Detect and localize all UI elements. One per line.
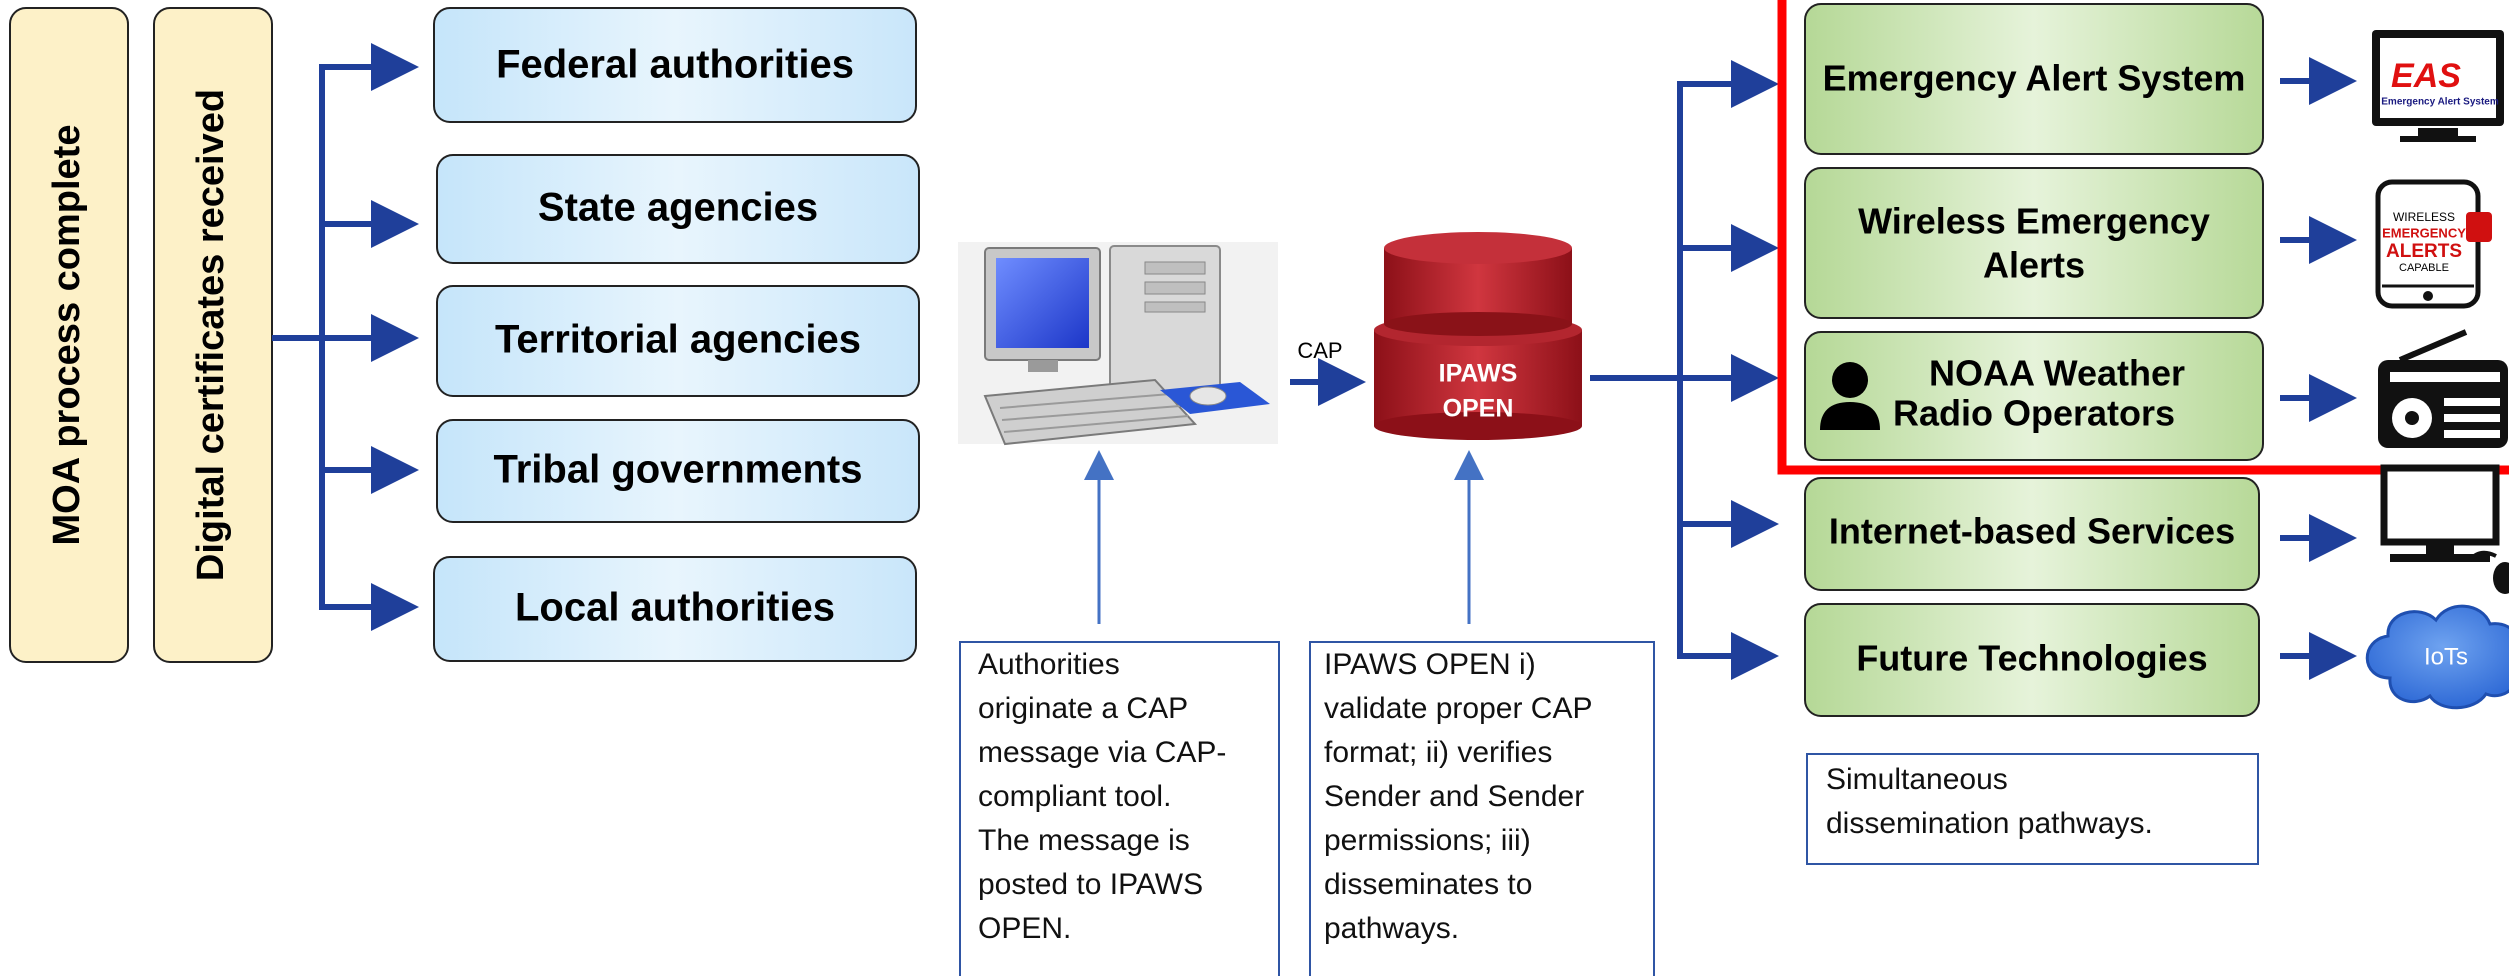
originator-local: Local authorities bbox=[433, 556, 917, 662]
note-line: Simultaneous bbox=[1826, 763, 2008, 796]
pathway-label: Wireless Emergency bbox=[1858, 201, 2210, 242]
note-line: format; ii) verifies bbox=[1324, 736, 1552, 769]
note-line: Authorities bbox=[978, 648, 1120, 681]
note-arrows bbox=[1084, 450, 1484, 624]
originator-tribal: Tribal governments bbox=[436, 419, 920, 523]
note-line: permissions; iii) bbox=[1324, 824, 1531, 857]
note-line: The message is bbox=[978, 824, 1190, 857]
originator-federal: Federal authorities bbox=[433, 7, 917, 123]
moa-label: MOA process complete bbox=[46, 125, 88, 546]
wea-text-line1: WIRELESS bbox=[2393, 210, 2455, 224]
originator-label: Territorial agencies bbox=[495, 318, 861, 362]
note-line: Sender and Sender bbox=[1324, 780, 1584, 813]
note-line: validate proper CAP bbox=[1324, 692, 1592, 725]
ipaws-label-line2: OPEN bbox=[1443, 395, 1514, 423]
certificates-box: Digital certificates received bbox=[153, 7, 273, 663]
pathway-label: Radio Operators bbox=[1893, 393, 2175, 434]
certificates-label: Digital certificates received bbox=[190, 89, 232, 581]
note-line: originate a CAP bbox=[978, 692, 1188, 725]
note-dissemination-text: Simultaneous dissemination pathways. bbox=[1826, 763, 2153, 840]
note-originate: Authorities originate a CAP message via … bbox=[959, 641, 1280, 976]
radio-icon bbox=[2378, 329, 2508, 448]
originator-branch-arrows bbox=[272, 43, 419, 631]
note-line: disseminates to bbox=[1324, 868, 1532, 901]
eas-tv-icon: EAS Emergency Alert System bbox=[2372, 30, 2504, 142]
pathway-noaa: NOAA Weather Radio Operators bbox=[1804, 331, 2264, 461]
ipaws-label-line1: IPAWS bbox=[1439, 360, 1518, 388]
note-line: message via CAP- bbox=[978, 736, 1226, 769]
wea-phone-icon: WIRELESS EMERGENCY ALERTS CAPABLE bbox=[2375, 179, 2492, 309]
pathway-branch-arrows bbox=[1590, 60, 1779, 680]
cap-label: CAP bbox=[1297, 338, 1342, 363]
originator-state: State agencies bbox=[436, 154, 920, 264]
originator-label: Local authorities bbox=[515, 586, 835, 630]
cap-arrow: CAP bbox=[1290, 338, 1366, 406]
originator-label: Tribal governments bbox=[494, 448, 863, 492]
pathway-label: Emergency Alert System bbox=[1823, 58, 2246, 99]
ipaws-open-server: IPAWS OPEN bbox=[1374, 232, 1582, 440]
iot-label: IoTs bbox=[2424, 643, 2468, 670]
note-ipaws: IPAWS OPEN i) validate proper CAP format… bbox=[1309, 641, 1655, 976]
eas-logo-subtitle: Emergency Alert System bbox=[2381, 97, 2499, 108]
note-line: dissemination pathways. bbox=[1826, 807, 2153, 840]
pathway-wea: Wireless Emergency Alerts bbox=[1804, 167, 2264, 319]
output-arrows bbox=[2280, 57, 2357, 680]
pathway-internet: Internet-based Services bbox=[1804, 477, 2260, 591]
originator-territorial: Territorial agencies bbox=[436, 285, 920, 397]
note-line: OPEN. bbox=[978, 912, 1071, 945]
wea-text-line4: CAPABLE bbox=[2399, 262, 2449, 274]
note-ipaws-text: IPAWS OPEN i) validate proper CAP format… bbox=[1324, 648, 1600, 945]
note-originate-text: Authorities originate a CAP message via … bbox=[978, 648, 1235, 945]
moa-box: MOA process complete bbox=[9, 7, 129, 663]
originator-label: Federal authorities bbox=[496, 43, 854, 87]
person-icon bbox=[1820, 362, 1880, 430]
originator-label: State agencies bbox=[538, 186, 818, 230]
eas-logo-text: EAS bbox=[2391, 57, 2461, 95]
iot-cloud-icon: IoTs bbox=[2365, 604, 2509, 710]
pathway-label: Alerts bbox=[1983, 245, 2085, 286]
note-line: pathways. bbox=[1324, 912, 1459, 945]
computer-icon bbox=[958, 242, 1278, 446]
pathway-label: Future Technologies bbox=[1856, 638, 2207, 679]
note-line: compliant tool. bbox=[978, 780, 1171, 813]
wea-text-line2: EMERGENCY bbox=[2382, 225, 2466, 240]
desktop-monitor-icon bbox=[2380, 464, 2509, 594]
note-line: IPAWS OPEN i) bbox=[1324, 648, 1536, 681]
pathway-eas: Emergency Alert System bbox=[1804, 3, 2264, 155]
wea-text-line3: ALERTS bbox=[2386, 241, 2462, 262]
pathway-label: NOAA Weather bbox=[1929, 353, 2185, 394]
note-line: posted to IPAWS bbox=[978, 868, 1203, 901]
highlight-frame bbox=[1777, 0, 2509, 475]
pathway-label: Internet-based Services bbox=[1829, 511, 2235, 552]
note-dissemination: Simultaneous dissemination pathways. bbox=[1806, 753, 2259, 865]
pathway-future: Future Technologies bbox=[1804, 603, 2260, 717]
